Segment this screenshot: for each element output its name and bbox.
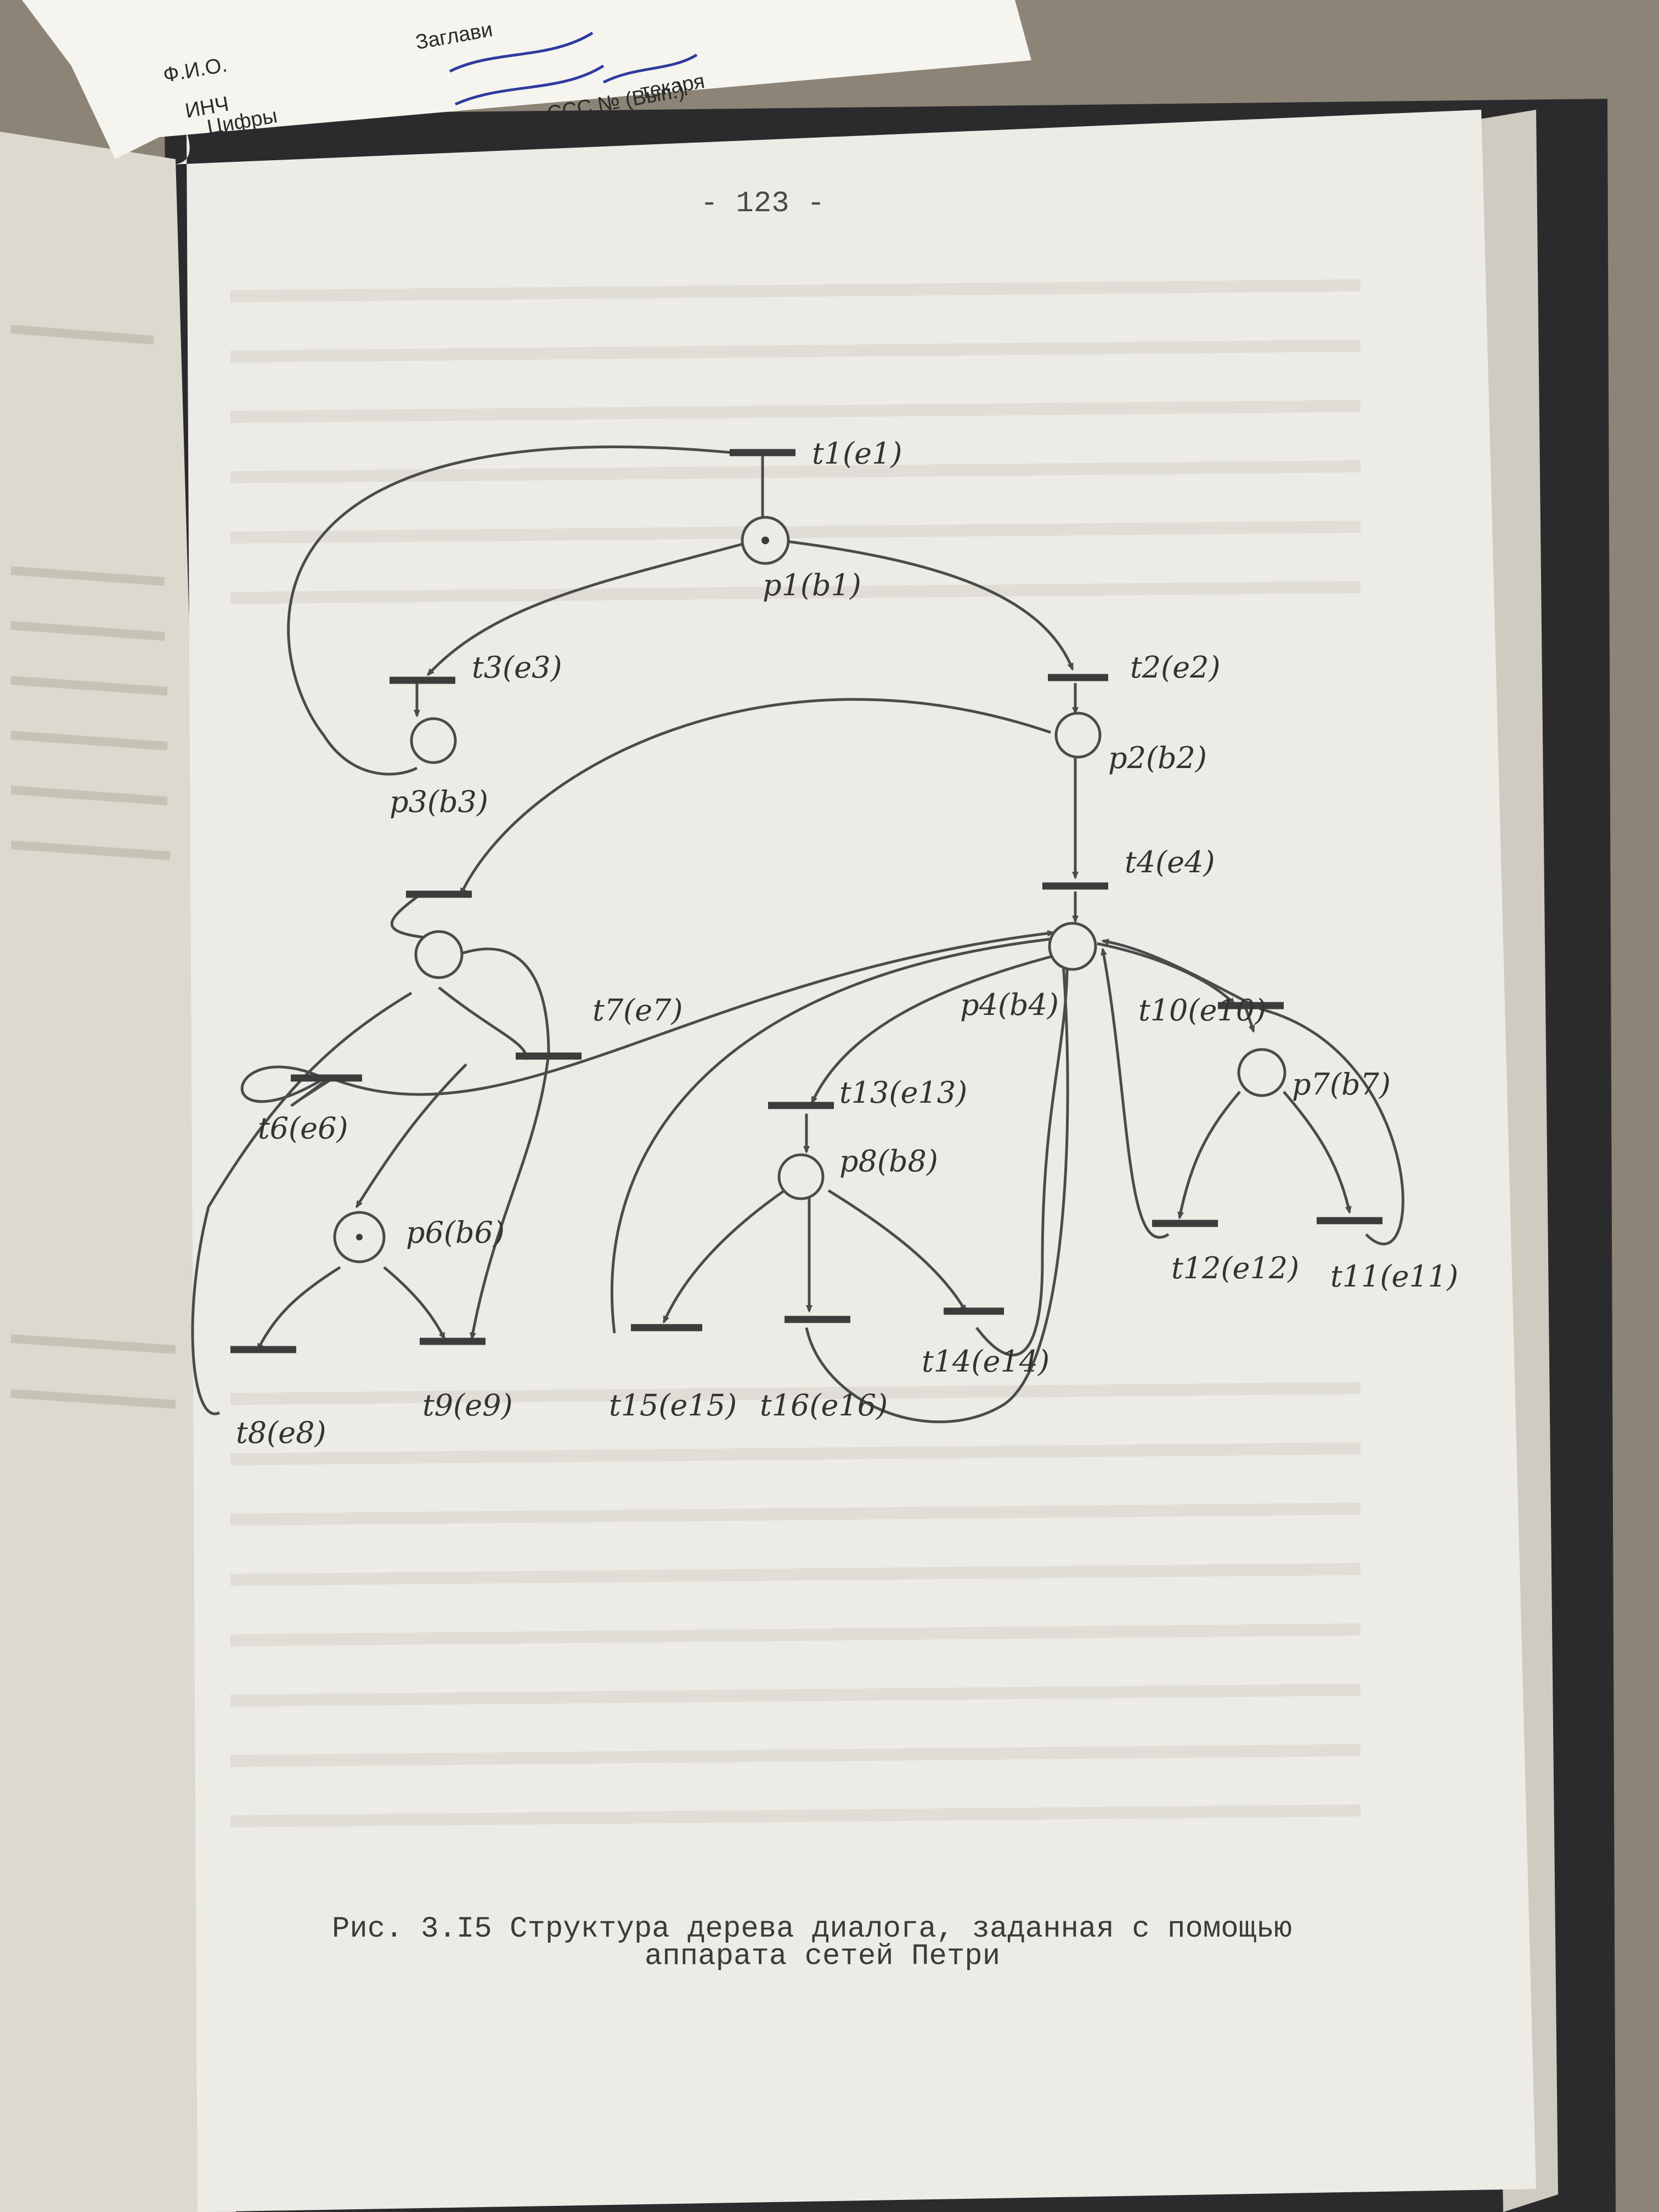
label-t10: t10(e10): [1138, 993, 1266, 1028]
left-page: [0, 132, 236, 2212]
arcs: [191, 445, 1404, 1424]
token-p6: [356, 1234, 363, 1240]
label-t6: t6(e6): [258, 1111, 348, 1146]
petri-net-diagram: t1(e1) t2(e2) t3(e3) t4(e4) t6(e6) t7(e7…: [191, 436, 1458, 1450]
label-t9: t9(e9): [422, 1388, 513, 1423]
label-t12: t12(e12): [1171, 1251, 1299, 1285]
place-p2: [1054, 712, 1102, 759]
place-p5: [414, 930, 464, 979]
label-p2: p2(b2): [1108, 741, 1207, 775]
place-p7: [1237, 1048, 1286, 1097]
place-p1: [741, 516, 790, 565]
label-p4: p4(b4): [960, 988, 1059, 1022]
label-t11: t11(e11): [1330, 1259, 1458, 1294]
label-t14: t14(e14): [922, 1344, 1049, 1379]
label-p6: p6(b6): [406, 1215, 505, 1250]
label-t8: t8(e8): [236, 1415, 326, 1450]
place-p6: [333, 1211, 386, 1263]
slip-handwriting-3: [602, 53, 698, 84]
label-t4: t4(e4): [1125, 845, 1215, 879]
figure-caption-line-1: Рис. 3.I5 Структура дерева диалога, зада…: [332, 1912, 1292, 1946]
place-p4: [1048, 922, 1097, 971]
place-p8: [777, 1153, 825, 1200]
token-p1: [761, 537, 769, 544]
label-t3: t3(e3): [472, 650, 562, 685]
label-t13: t13(e13): [839, 1075, 967, 1110]
left-page-bleed-lines: [10, 325, 176, 1409]
label-p8: p8(b8): [839, 1144, 938, 1178]
library-slip: Ф.И.О. ИНЧ Цифры Заглави ССС № (Вып.) те…: [22, 0, 1031, 159]
slip-handwriting-2: [454, 64, 605, 106]
label-t15: t15(e15): [609, 1388, 737, 1423]
bleed-through-lines: [230, 279, 1361, 1827]
figure-caption-line-2: аппарата сетей Петри: [645, 1940, 1000, 1973]
label-t1: t1(e1): [812, 436, 902, 471]
label-p3: p3(b3): [390, 785, 488, 819]
place-p3: [410, 717, 457, 764]
slip-handwriting: [449, 31, 594, 73]
label-t7: t7(e7): [592, 993, 683, 1028]
label-p1: p1(b1): [763, 568, 861, 602]
label-t2: t2(e2): [1130, 650, 1221, 685]
page-number: - 123 -: [701, 187, 825, 221]
label-t16: t16(e16): [760, 1388, 888, 1423]
label-p7: p7(b7): [1292, 1067, 1391, 1102]
